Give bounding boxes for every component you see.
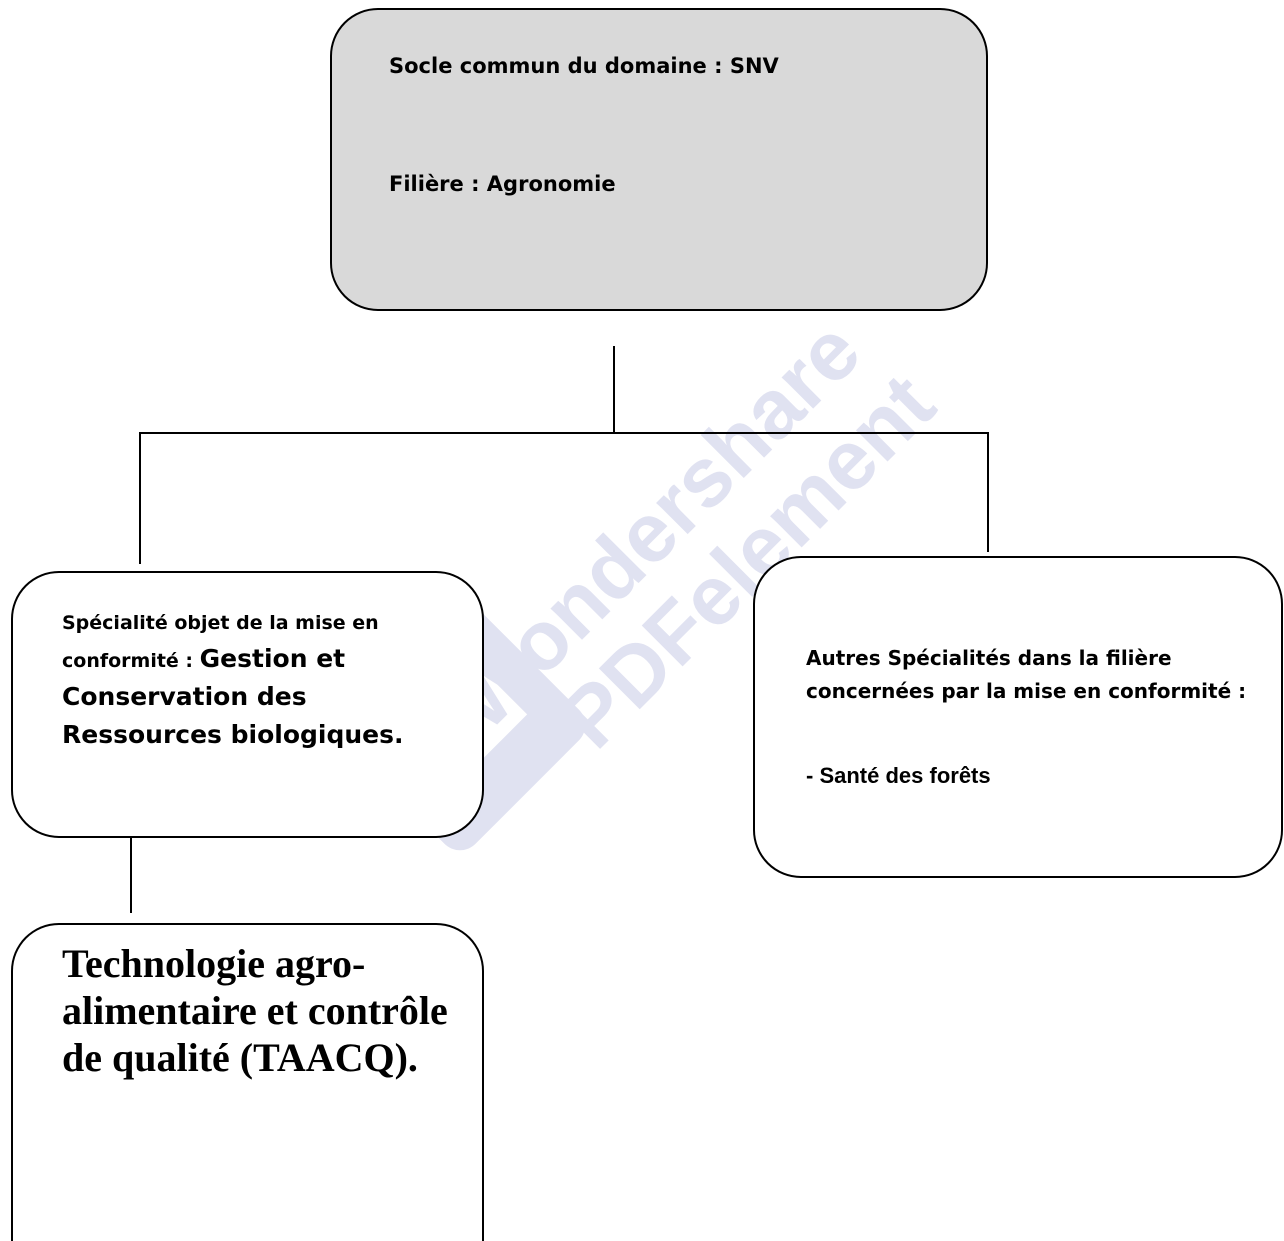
connector-top-vertical	[613, 346, 615, 432]
item-bullet: -	[806, 763, 814, 788]
item-label: Santé des forêts	[819, 763, 991, 788]
filiere-label: Filière : Agronomie	[389, 172, 616, 196]
other-specialties-box	[753, 556, 1283, 878]
connector-horizontal	[139, 432, 988, 434]
domain-label: Socle commun du domaine : SNV	[389, 54, 779, 78]
other-specialty-item: - Santé des forêts	[806, 763, 991, 789]
connector-bottom-vertical	[130, 838, 132, 913]
other-specialties-heading: Autres Spécialités dans la filière conce…	[806, 646, 1247, 703]
connector-right-vertical	[987, 432, 989, 552]
specialty-text: Spécialité objet de la mise en conformit…	[62, 606, 472, 754]
taacq-text: Technologie agro-alimentaire et contrôle…	[62, 941, 448, 1080]
connector-left-vertical	[139, 432, 141, 564]
specialty-name: Gestion et Conservation des Ressources b…	[62, 644, 404, 749]
domain-box	[330, 8, 988, 311]
specialty-prefix: Spécialité objet de la mise en conformit…	[62, 612, 379, 672]
specialty-box	[11, 571, 484, 838]
taacq-box	[11, 923, 484, 1241]
